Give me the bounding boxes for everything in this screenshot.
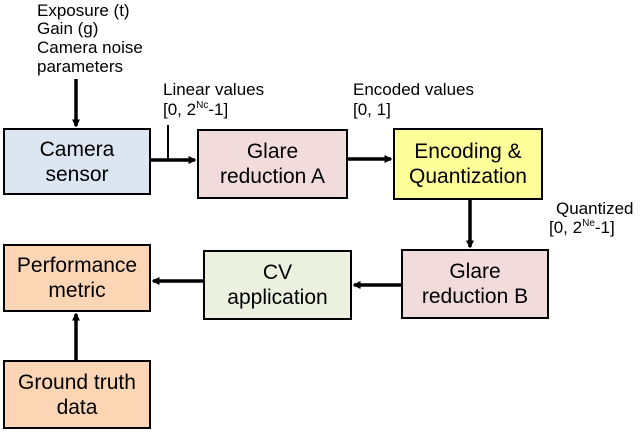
camera-sensor-line1: Camera [39,137,115,161]
ground-truth-line1: Ground truth [18,370,136,394]
glare-reduction-a-box: Glare reduction A [197,129,348,199]
quantized-range-exponent: Ne [582,218,595,229]
linear-values-range: [0, 2Nc-1] [163,100,228,119]
glare-b-line2: reduction B [421,285,529,308]
input-exposure-label: Exposure (t) [37,1,130,20]
camera-sensor-box: Camera sensor [3,128,151,195]
input-parameters-label: parameters [37,57,123,76]
cv-app-line1: CV [262,261,293,284]
glare-a-line1: Glare [246,140,299,163]
performance-metric-box: Performance metric [3,244,151,312]
ground-truth-line2: data [56,395,98,419]
input-noise-label: Camera noise [37,38,143,57]
linear-range-exponent: Nc [196,100,209,111]
quantized-range-suffix: -1] [594,218,615,237]
quantized-range: [0, 2Ne-1] [549,218,615,237]
linear-range-prefix: [0, 2 [163,100,197,119]
cv-application-box: CV application [203,250,352,320]
input-gain-label: Gain (g) [37,19,99,38]
camera-sensor-line2: sensor [45,162,109,186]
linear-values-label: Linear values [163,80,265,99]
encoding-line1: Encoding & [414,140,522,163]
ground-truth-box: Ground truth data [3,360,151,429]
glare-reduction-b-box: Glare reduction B [401,249,549,319]
linear-range-suffix: -1] [208,100,229,119]
encoding-quantization-box: Encoding & Quantization [393,128,543,200]
glare-b-line1: Glare [449,260,501,283]
performance-line1: Performance [16,254,138,277]
encoded-values-label: Encoded values [353,80,474,99]
cv-app-line2: application [227,286,328,309]
quantized-label: Quantized [556,199,634,218]
performance-line2: metric [48,279,106,302]
encoded-values-range: [0, 1] [353,100,391,119]
quantized-range-prefix: [0, 2 [549,218,583,237]
encoding-line2: Quantization [409,165,527,188]
glare-a-line2: reduction A [219,165,326,188]
